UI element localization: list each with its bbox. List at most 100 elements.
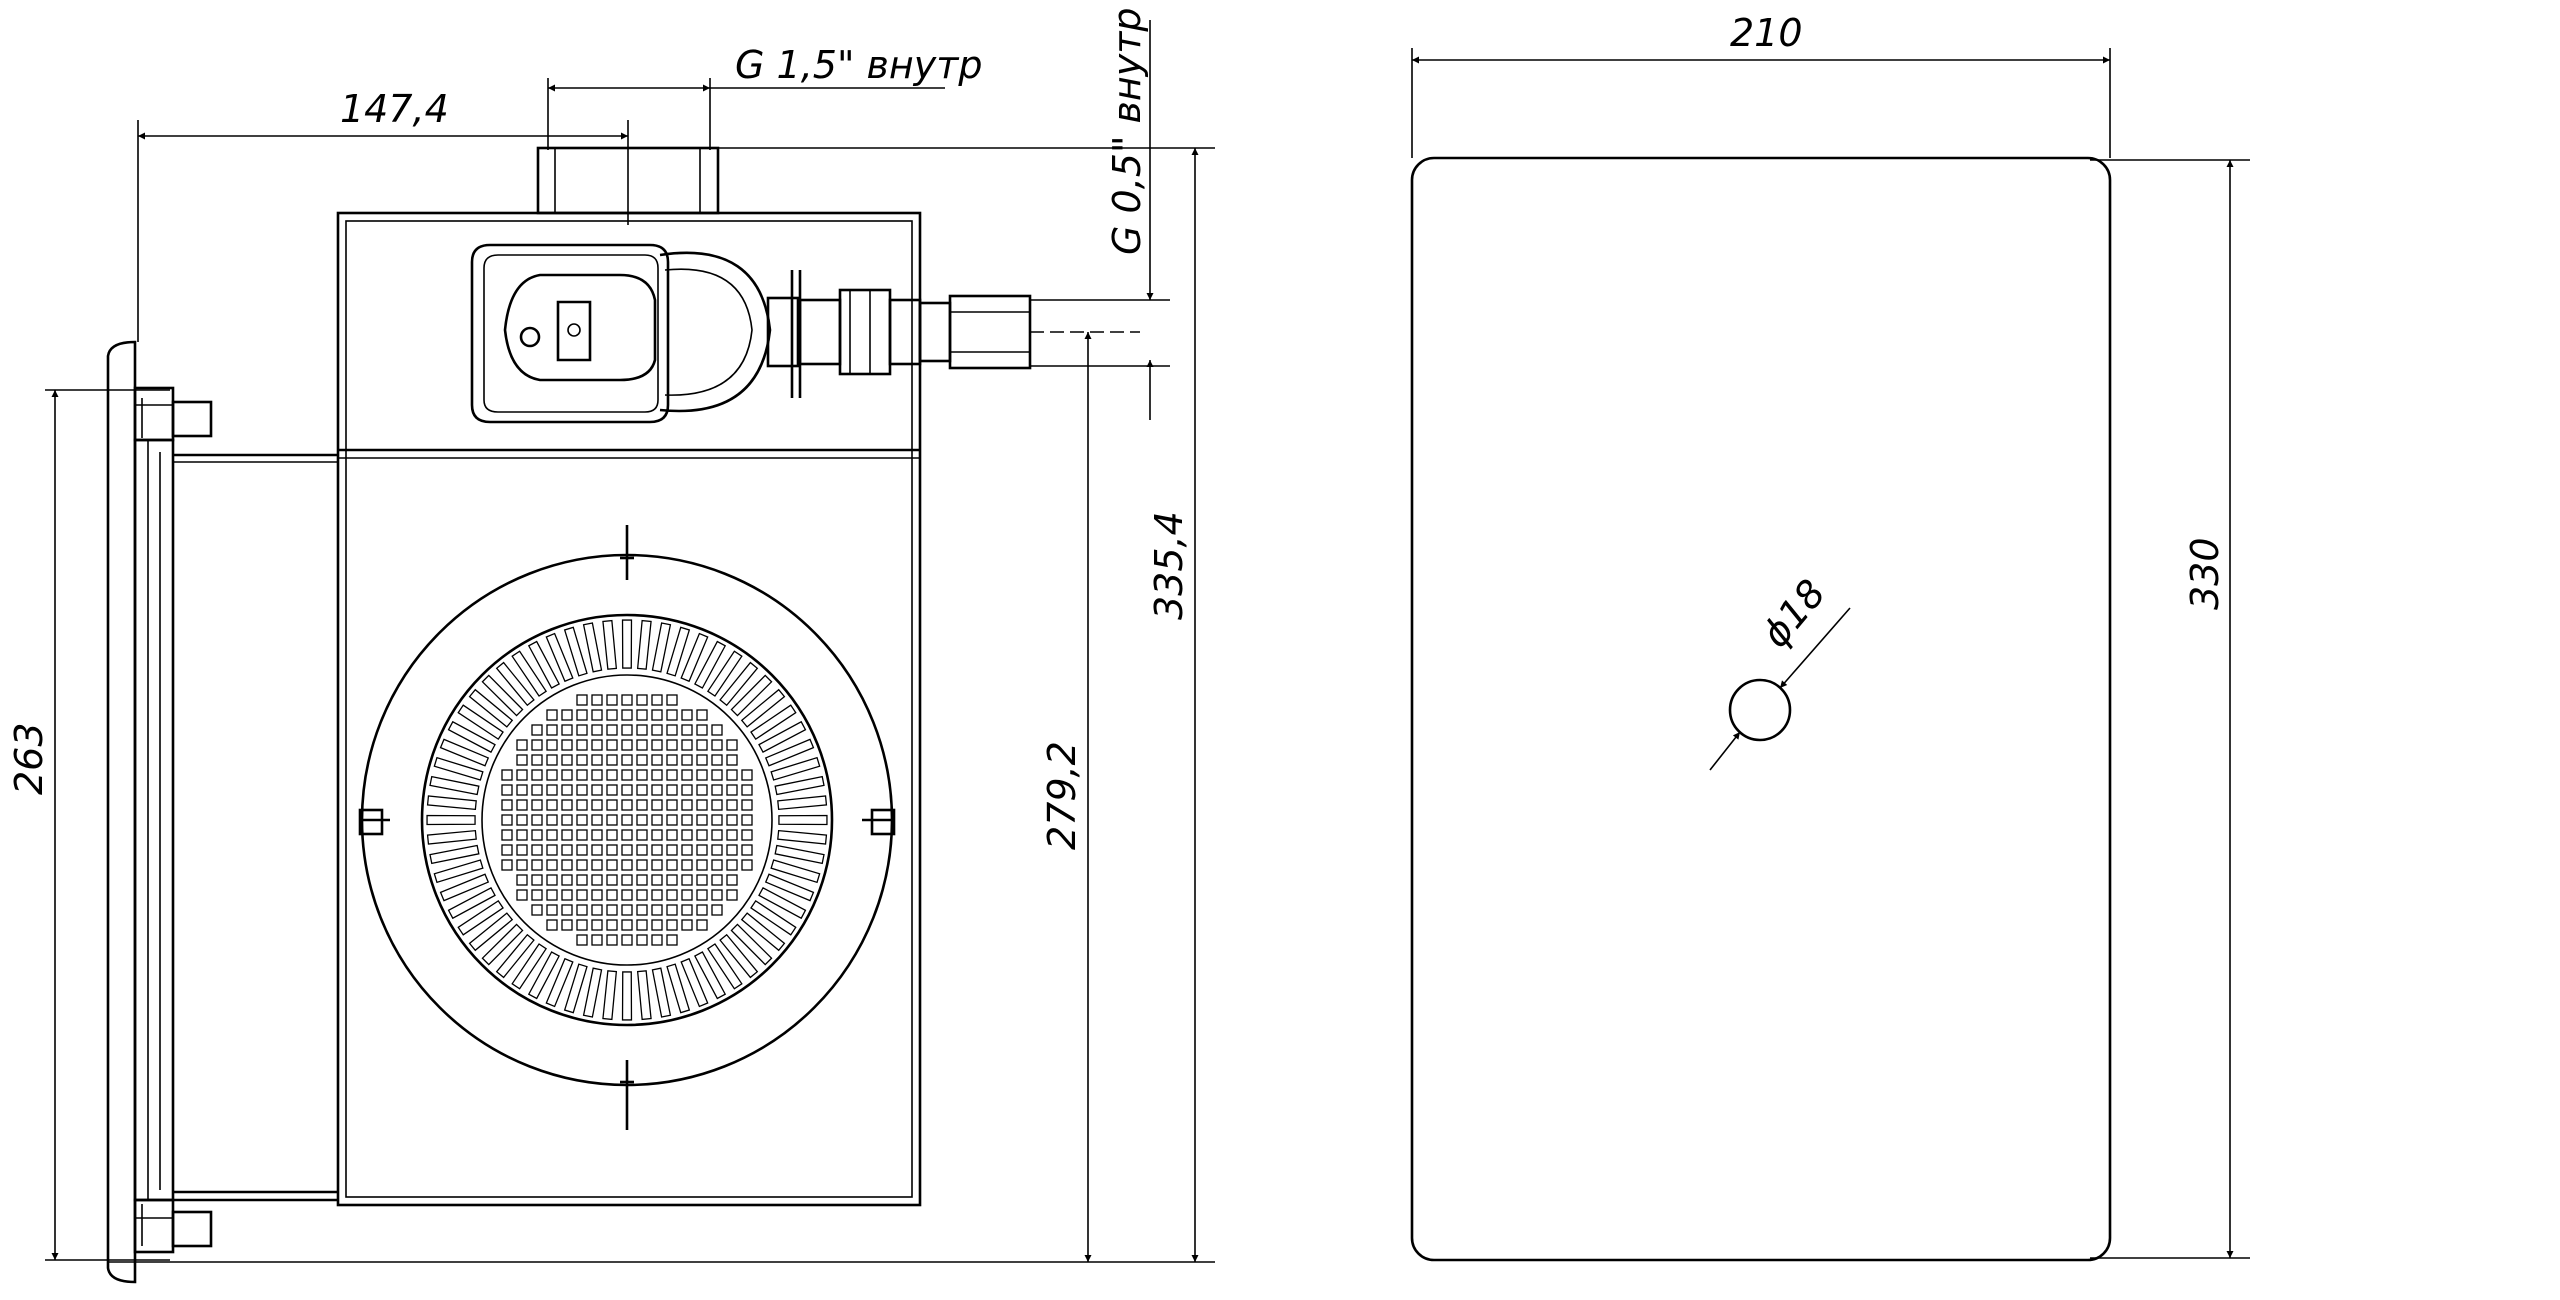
- radial-slot: [426, 795, 477, 811]
- mesh-cell: [636, 859, 648, 871]
- mesh-cell: [516, 829, 528, 841]
- mesh-cell: [531, 799, 543, 811]
- mesh-cell: [726, 814, 738, 826]
- mesh-cell: [606, 829, 618, 841]
- mesh-cell: [636, 829, 648, 841]
- radial-slot: [636, 619, 652, 670]
- mesh-cell: [681, 919, 693, 931]
- mesh-cell: [681, 799, 693, 811]
- radial-slot: [511, 943, 548, 990]
- mesh-cell: [606, 694, 618, 706]
- radial-slot: [680, 632, 709, 683]
- mesh-cell: [546, 889, 558, 901]
- radial-slot: [468, 688, 514, 728]
- mesh-cell: [576, 859, 588, 871]
- mesh-cell: [546, 844, 558, 856]
- mesh-cell: [666, 784, 678, 796]
- radial-slot: [774, 844, 825, 865]
- mesh-cell: [636, 784, 648, 796]
- mesh-cell: [621, 739, 633, 751]
- mesh-cell: [546, 739, 558, 751]
- mesh-cell: [726, 874, 738, 886]
- radial-slot: [666, 963, 691, 1014]
- mesh-cell: [546, 814, 558, 826]
- mesh-cell: [696, 799, 708, 811]
- mesh-cell: [516, 784, 528, 796]
- radial-slot: [770, 859, 821, 884]
- mesh-cell: [546, 919, 558, 931]
- dim-label-outlet-thread: G 0,5" внутр: [1105, 7, 1149, 255]
- radial-slot: [582, 967, 603, 1018]
- mesh-cell: [651, 844, 663, 856]
- mesh-cell: [606, 724, 618, 736]
- mesh-cell: [666, 934, 678, 946]
- mesh-cell: [651, 784, 663, 796]
- mesh-cell: [741, 859, 753, 871]
- mesh-cell: [531, 784, 543, 796]
- mesh-cell: [561, 739, 573, 751]
- radial-slot: [439, 873, 490, 902]
- mesh-cell: [531, 904, 543, 916]
- mesh-cell: [636, 754, 648, 766]
- mesh-cell: [606, 814, 618, 826]
- mesh-cell: [696, 739, 708, 751]
- mesh-cell: [636, 934, 648, 946]
- mesh-cell: [546, 874, 558, 886]
- mesh-cell: [696, 829, 708, 841]
- mesh-cell: [636, 769, 648, 781]
- mesh-cell: [606, 934, 618, 946]
- mesh-cell: [651, 709, 663, 721]
- mesh-cell: [531, 859, 543, 871]
- mesh-cell: [561, 799, 573, 811]
- radial-slot: [429, 775, 480, 796]
- mesh-cell: [531, 829, 543, 841]
- radial-slot: [706, 650, 743, 697]
- mesh-cell: [621, 814, 633, 826]
- mesh-cell: [621, 874, 633, 886]
- mesh-cell: [666, 919, 678, 931]
- mesh-cell: [711, 724, 723, 736]
- dim-label-phi18: ϕ18: [1753, 571, 1834, 656]
- mesh-cell: [621, 769, 633, 781]
- mesh-cell: [576, 784, 588, 796]
- mesh-cell: [516, 844, 528, 856]
- mesh-cell: [576, 889, 588, 901]
- mesh-cell: [666, 694, 678, 706]
- mesh-cell: [516, 769, 528, 781]
- mesh-cell: [711, 844, 723, 856]
- mesh-cell: [576, 709, 588, 721]
- mesh-cell: [576, 874, 588, 886]
- radial-slot: [777, 795, 828, 811]
- mesh-cell: [666, 904, 678, 916]
- mesh-cell: [681, 889, 693, 901]
- mesh-cell: [651, 814, 663, 826]
- mesh-cell: [696, 769, 708, 781]
- mesh-cell: [516, 874, 528, 886]
- mesh-cell: [501, 859, 513, 871]
- mesh-cell: [741, 814, 753, 826]
- mesh-cell: [696, 889, 708, 901]
- mesh-cell: [531, 754, 543, 766]
- mesh-cell: [561, 769, 573, 781]
- mesh-cell: [651, 769, 663, 781]
- mesh-cell: [621, 934, 633, 946]
- mesh-cell: [531, 814, 543, 826]
- radial-slot: [527, 640, 561, 689]
- mesh-cell: [681, 874, 693, 886]
- frame-left-lip: [133, 438, 175, 1202]
- dim-label-279-2: 279,2: [1040, 741, 1084, 850]
- mesh-cell: [546, 784, 558, 796]
- mesh-cell: [741, 799, 753, 811]
- mesh-cell: [651, 739, 663, 751]
- dim-label-263: 263: [7, 722, 51, 795]
- mesh-cell: [591, 919, 603, 931]
- valve-assembly: [470, 243, 1140, 424]
- dim-label-210: 210: [1730, 11, 1803, 55]
- mesh-cell: [561, 754, 573, 766]
- mesh-cell: [606, 874, 618, 886]
- mesh-cell: [591, 844, 603, 856]
- radial-slot: [481, 923, 524, 966]
- mesh-cell: [561, 904, 573, 916]
- mesh-cell: [561, 829, 573, 841]
- mesh-cell: [561, 814, 573, 826]
